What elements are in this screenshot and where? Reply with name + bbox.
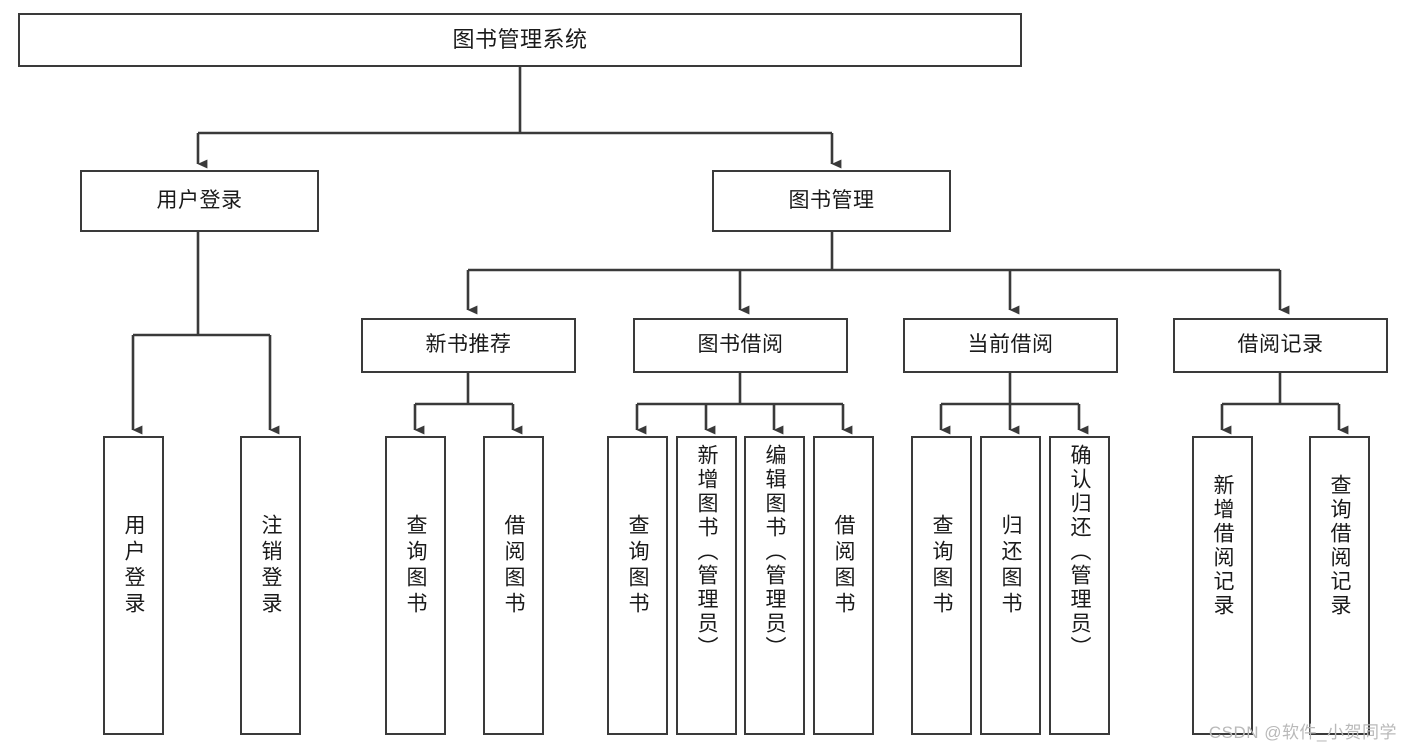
node-label: 图书管理系统: [452, 27, 588, 53]
leaf-confirm-return[interactable]: 确认归还（管理员）: [1049, 436, 1110, 735]
leaf-logout-login[interactable]: 注销登录: [240, 436, 301, 735]
node-current-borrow[interactable]: 当前借阅: [903, 318, 1118, 373]
node-label: 新增图书（管理员）: [695, 444, 718, 660]
node-book-manage[interactable]: 图书管理: [712, 170, 951, 232]
node-label: 图书借阅: [697, 333, 784, 357]
node-new-book-recommend[interactable]: 新书推荐: [361, 318, 576, 373]
node-label: 借阅图书: [832, 514, 855, 618]
leaf-user-login[interactable]: 用户登录: [103, 436, 164, 735]
node-label: 用户登录: [122, 514, 145, 618]
node-label: 查询图书: [404, 514, 427, 618]
node-user-login[interactable]: 用户登录: [80, 170, 319, 232]
node-label: 查询图书: [930, 514, 953, 618]
node-label: 归还图书: [999, 514, 1022, 618]
leaf-query-book-recommend[interactable]: 查询图书: [385, 436, 446, 735]
leaf-borrow-book-borrow[interactable]: 借阅图书: [813, 436, 874, 735]
node-label: 借阅记录: [1237, 333, 1324, 357]
leaf-return-book[interactable]: 归还图书: [980, 436, 1041, 735]
node-label: 新增借阅记录: [1211, 474, 1234, 618]
node-label: 查询图书: [626, 514, 649, 618]
leaf-edit-book[interactable]: 编辑图书（管理员）: [744, 436, 805, 735]
leaf-add-borrow-record[interactable]: 新增借阅记录: [1192, 436, 1253, 735]
node-label: 用户登录: [156, 188, 243, 212]
node-label: 新书推荐: [425, 333, 512, 357]
leaf-borrow-book-recommend[interactable]: 借阅图书: [483, 436, 544, 735]
leaf-query-borrow-record[interactable]: 查询借阅记录: [1309, 436, 1370, 735]
node-label: 查询借阅记录: [1328, 474, 1351, 618]
leaf-add-book[interactable]: 新增图书（管理员）: [676, 436, 737, 735]
node-label: 注销登录: [259, 514, 282, 618]
leaf-query-book-current[interactable]: 查询图书: [911, 436, 972, 735]
leaf-query-book-borrow[interactable]: 查询图书: [607, 436, 668, 735]
node-label: 图书管理: [788, 188, 875, 212]
node-label: 确认归还（管理员）: [1068, 444, 1091, 660]
node-borrow-record[interactable]: 借阅记录: [1173, 318, 1388, 373]
node-label: 借阅图书: [502, 514, 525, 618]
node-label: 编辑图书（管理员）: [763, 444, 786, 660]
node-root-book-management-system[interactable]: 图书管理系统: [18, 13, 1022, 67]
csdn-watermark: CSDN @软件_小贺同学: [1208, 723, 1397, 742]
node-book-borrow[interactable]: 图书借阅: [633, 318, 848, 373]
node-label: 当前借阅: [967, 333, 1054, 357]
